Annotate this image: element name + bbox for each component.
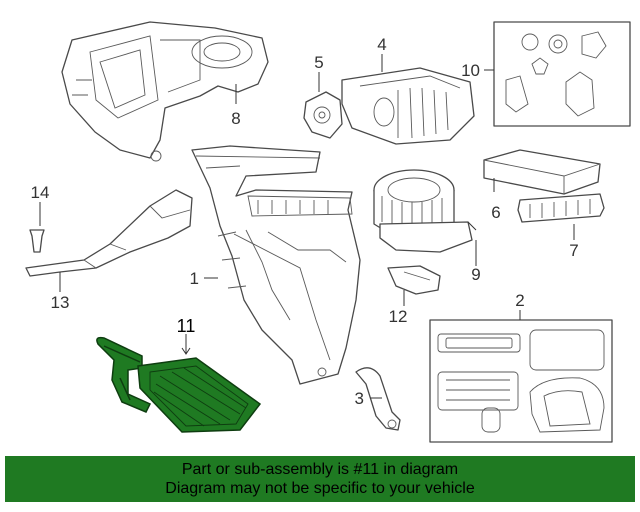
- diagram-notice-banner: Part or sub-assembly is #11 in diagram D…: [5, 456, 635, 502]
- callout-13: 13: [51, 293, 70, 312]
- callout-1: 1: [190, 269, 199, 288]
- part-5-actuator: [303, 91, 343, 139]
- part-8-blower-housing: [61, 21, 269, 162]
- callout-4: 4: [377, 35, 386, 54]
- callout-9: 9: [471, 265, 480, 284]
- part-2-seal-kit: [429, 319, 613, 443]
- part-12-bracket: [387, 265, 441, 295]
- callout-2: 2: [515, 291, 524, 310]
- part-11-heater-core: [96, 336, 262, 433]
- part-9-blower-motor: [373, 169, 477, 253]
- part-1-hvac-case: [191, 145, 361, 385]
- callout-14: 14: [31, 183, 50, 202]
- part-13-floor-duct: [25, 189, 193, 277]
- part-10-fastener-kit: [493, 21, 631, 127]
- callout-12: 12: [389, 307, 408, 326]
- banner-line-1: Part or sub-assembly is #11 in diagram: [181, 461, 459, 478]
- callout-8: 8: [231, 109, 240, 128]
- part-14-clip: [29, 229, 45, 253]
- part-3-drain-hose: [355, 367, 401, 431]
- callout-5: 5: [314, 53, 323, 72]
- leader-lines: [39, 54, 575, 399]
- callout-3: 3: [355, 389, 364, 408]
- callout-11: 11: [177, 316, 196, 336]
- callout-labels: 8 5 4 10 6 7 9 1 14 13 12 3 2 11: [31, 35, 579, 408]
- callout-6: 6: [491, 203, 500, 222]
- part-6-cabin-filter: [483, 149, 601, 195]
- part-7-filter-door: [517, 193, 605, 223]
- callout-10: 10: [461, 61, 480, 80]
- callout-7: 7: [569, 241, 578, 260]
- banner-line-2: Diagram may not be specific to your vehi…: [165, 480, 475, 497]
- part-4-distribution-duct: [341, 67, 475, 145]
